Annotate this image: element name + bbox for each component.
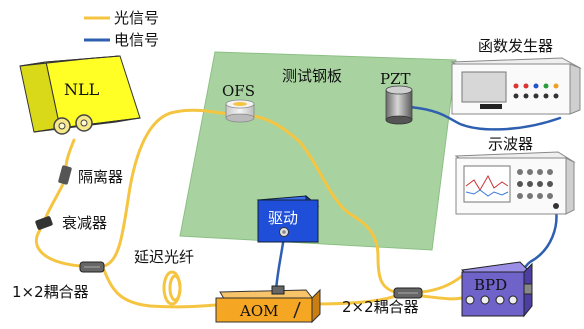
oscilloscope-screen <box>463 165 511 203</box>
nll-box <box>19 55 142 135</box>
fiber-coupler-ofs <box>102 108 230 268</box>
driver-label: 驱动 <box>268 209 298 227</box>
bpd-label: BPD <box>474 276 507 294</box>
fiber-ofs-coupler2 <box>250 114 397 294</box>
oscilloscope-label: 示波器 <box>488 135 533 153</box>
fiber-isolator-attenuator <box>42 180 66 224</box>
legend-electrical-label: 电信号 <box>114 31 159 49</box>
bpd-port-2 <box>480 295 490 305</box>
legend-optical-label: 光信号 <box>114 9 159 27</box>
bpd-port-4 <box>508 295 518 305</box>
driver-box <box>256 194 320 244</box>
fiber-coupler2-bpd-2 <box>420 294 464 301</box>
delay-fiber-label: 延迟光纤 <box>134 248 194 266</box>
fiber-attenuator-coupler <box>34 228 82 268</box>
coupler-2x2-label: 2×2耦合器 <box>342 298 419 316</box>
aom-box <box>215 285 321 324</box>
coupler-1x2-label: 1×2耦合器 <box>12 283 89 301</box>
fiber-aom-coupler2 <box>312 294 397 306</box>
fiber-nll-isolator <box>64 138 76 170</box>
bpd-port-3 <box>495 295 505 305</box>
pzt-label: PZT <box>380 70 411 88</box>
pzt-actuator <box>385 85 413 125</box>
wire-driver-aom <box>274 234 286 292</box>
oscilloscope <box>454 151 576 215</box>
generator-screen <box>461 71 507 103</box>
function-generator-label: 函数发生器 <box>478 37 553 55</box>
aom-label: AOM <box>239 302 279 320</box>
function-generator <box>450 57 582 115</box>
bpd-box <box>460 261 533 318</box>
isolator-label: 隔离器 <box>78 168 123 186</box>
ofs-sensor <box>225 99 255 123</box>
attenuator-label: 衰减器 <box>62 214 107 232</box>
ofs-label: OFS <box>222 82 255 100</box>
bpd-port-1 <box>465 295 475 305</box>
fiber-coupler-aom <box>102 268 218 309</box>
nll-label: NLL <box>64 80 100 99</box>
attenuator <box>35 216 53 230</box>
fiber-coupler2-bpd <box>420 274 464 294</box>
optical-fibers <box>34 108 464 309</box>
wire-pzt-generator <box>408 105 562 131</box>
isolator <box>58 165 72 185</box>
test-plate-label: 测试钢板 <box>282 67 342 85</box>
